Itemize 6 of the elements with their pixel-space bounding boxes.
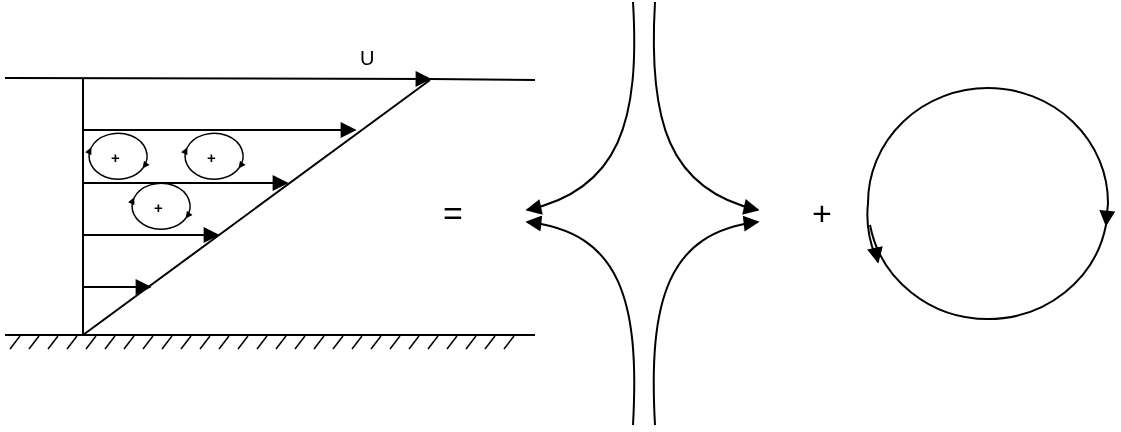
vortex-sign: + bbox=[207, 150, 216, 165]
vortex-sign: + bbox=[111, 150, 120, 165]
equals-sign: = bbox=[443, 196, 463, 230]
velocity-label: U bbox=[360, 48, 375, 68]
vortex-sign: + bbox=[154, 200, 163, 215]
plus-sign: + bbox=[812, 196, 832, 230]
